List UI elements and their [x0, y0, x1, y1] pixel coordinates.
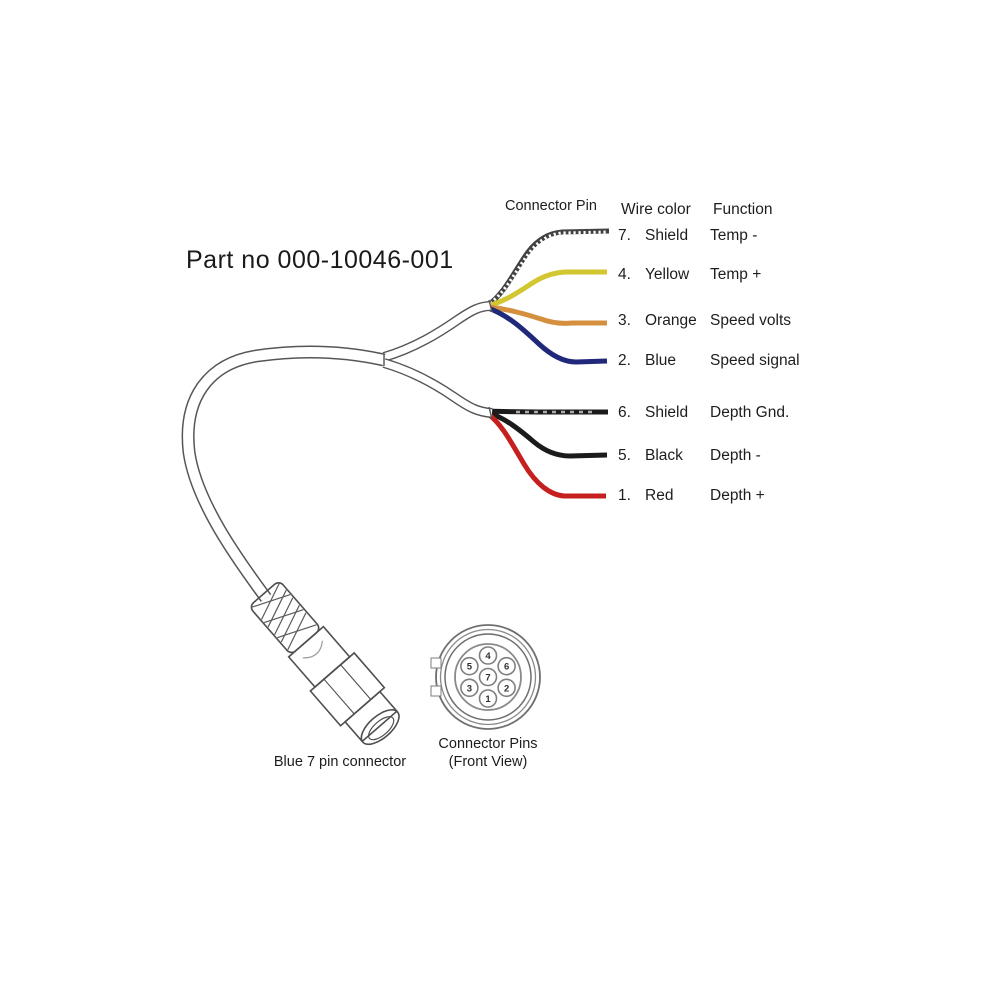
wire-color-header: Wire color	[621, 201, 691, 218]
tube-end-caps	[383, 299, 493, 420]
part-number: Part no 000-10046-001	[186, 246, 454, 274]
row4-color: Yellow	[645, 266, 690, 283]
row4-pin: 4.	[618, 266, 631, 283]
pin-hole-4oclock	[497, 678, 516, 698]
pin-number-top: 4	[485, 651, 491, 662]
row2-color: Blue	[645, 352, 677, 369]
pin-hole-8oclock	[460, 678, 479, 698]
legend-row-5: 5. Black Depth -	[618, 447, 918, 465]
legend-row-4: 4. Yellow Temp +	[618, 266, 918, 284]
pin-face-notch-lower	[430, 685, 442, 697]
legend-row-2: 2. Blue Speed signal	[618, 352, 918, 370]
connector-hex-nut	[309, 651, 386, 727]
wire-blue	[487, 305, 608, 365]
pin-number-2oclock: 6	[504, 662, 509, 673]
pin-number-10oclock: 5	[467, 662, 473, 673]
wire-shield-depth	[488, 408, 608, 415]
row6-pin: 6.	[618, 404, 631, 421]
pin-holes: 4 6 2 1 3 5 7	[460, 646, 516, 708]
pin-hole-center	[478, 667, 498, 687]
blue-connector-label: Blue 7 pin connector	[273, 754, 407, 770]
connector-collar	[287, 625, 351, 689]
wire-orange	[487, 304, 607, 326]
row3-color: Orange	[645, 312, 697, 329]
row6-color: Shield	[645, 404, 689, 421]
row5-function: Depth -	[710, 447, 761, 464]
connector-pins-label: Connector Pins	[438, 736, 538, 752]
pin-face-ring-2	[439, 628, 537, 726]
pin-face-notch-upper	[430, 657, 442, 669]
trunk-outline	[181, 345, 386, 602]
row7-color: Shield	[645, 227, 689, 244]
row1-color: Red	[645, 487, 674, 504]
legend-row-6: 6. Shield Depth Gnd.	[618, 404, 918, 422]
row5-pin: 5.	[618, 447, 631, 464]
row1-function: Depth +	[710, 487, 765, 504]
subcable-upper-fill	[382, 302, 492, 361]
front-view-label: (Front View)	[448, 754, 528, 770]
connector-barrel	[343, 690, 399, 743]
row3-pin: 3.	[618, 312, 631, 329]
row3-function: Speed volts	[710, 312, 791, 329]
connector-hex-facet-top	[340, 664, 372, 700]
wire-red	[486, 411, 606, 499]
row2-pin: 2.	[618, 352, 631, 369]
row5-color: Black	[645, 447, 683, 464]
legend-row-7: 7. Shield Temp -	[618, 227, 918, 245]
wire-shield-temp-twist	[489, 230, 609, 305]
connector-pin-label: Connector Pin	[505, 198, 597, 214]
pin-hole-10oclock	[460, 656, 479, 676]
pin-hole-bottom	[478, 689, 498, 708]
row2-function: Speed signal	[710, 352, 800, 369]
wire-yellow	[487, 269, 607, 309]
pin-number-bottom: 1	[485, 694, 491, 705]
legend-row-1: 1. Red Depth +	[618, 487, 918, 505]
connector-collar-highlight	[302, 640, 324, 659]
wire-shield-temp	[486, 228, 610, 308]
cable-tubes	[181, 299, 493, 602]
pins-front-view: 4 6 2 1 3 5 7	[430, 624, 541, 730]
pin-face-ring-3	[444, 633, 532, 721]
function-header: Function	[713, 201, 773, 218]
row1-pin: 1.	[618, 487, 631, 504]
row7-pin: 7.	[618, 227, 631, 244]
connector-body	[250, 582, 400, 746]
legend-row-3: 3. Orange Speed volts	[618, 312, 918, 330]
pin-number-8oclock: 3	[467, 683, 472, 694]
breakout-wires	[486, 228, 610, 499]
row7-function: Temp -	[710, 227, 758, 244]
wire-black	[488, 410, 608, 459]
pin-hole-2oclock	[497, 656, 516, 676]
row6-function: Depth Gnd.	[710, 404, 790, 421]
trunk-fill	[183, 347, 386, 601]
connector-end-face	[360, 709, 400, 746]
connector-end-opening	[368, 716, 395, 741]
connector-hex-facet-bottom	[323, 678, 355, 715]
subcable-lower-fill	[382, 359, 493, 417]
pin-hole-top	[478, 646, 498, 665]
row4-function: Temp +	[710, 266, 762, 283]
pin-number-4oclock: 2	[504, 683, 509, 694]
connector-knurl-hatch	[250, 582, 317, 650]
pin-number-center: 7	[485, 673, 490, 684]
